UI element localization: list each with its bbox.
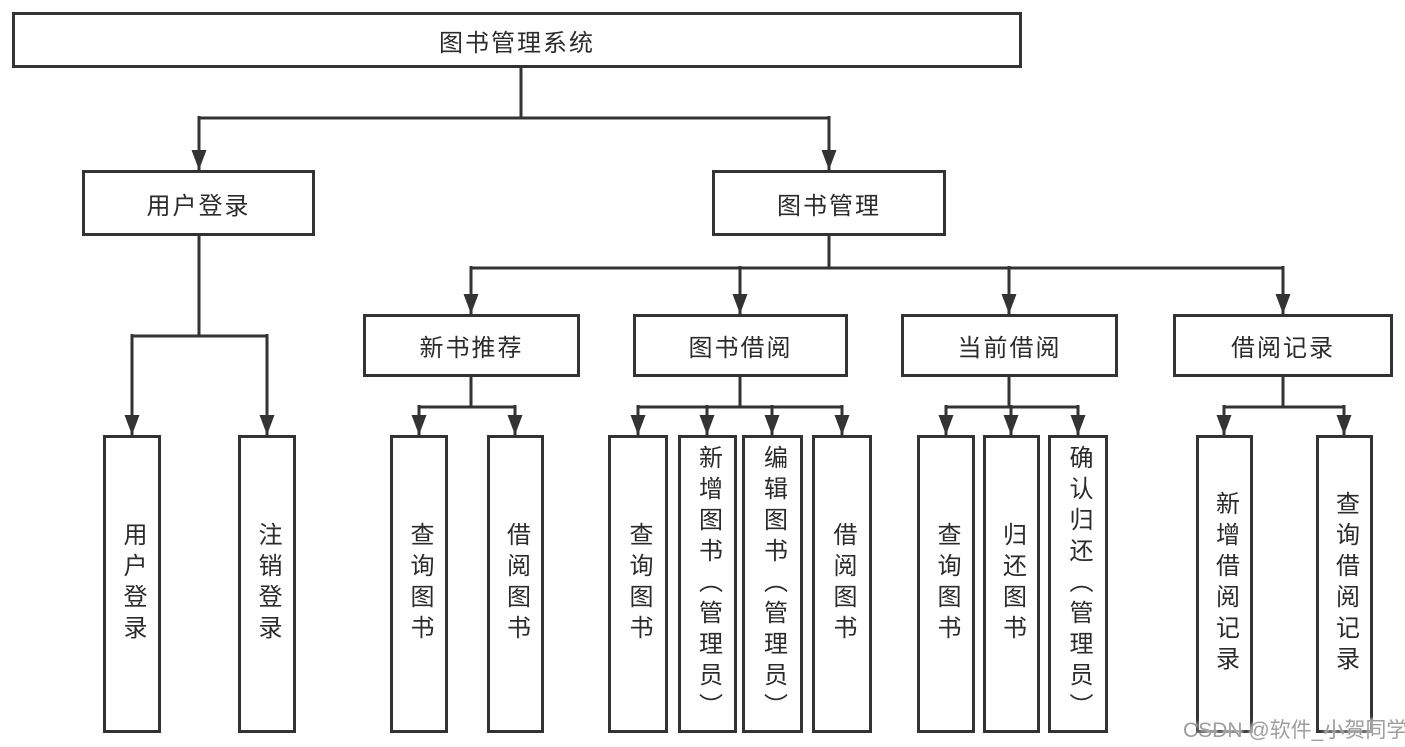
node-borrow-records: 借阅记录 xyxy=(1173,314,1393,377)
leaf-recommend-borrow-book-label: 借阅图书 xyxy=(502,522,530,646)
node-borrow-records-label: 借阅记录 xyxy=(1231,335,1335,362)
leaf-current-confirm-return-label: 确认归还（管理员） xyxy=(1065,444,1092,724)
leaf-records-add-record: 新增借阅记录 xyxy=(1196,435,1253,733)
node-book-management-label: 图书管理 xyxy=(777,192,881,220)
node-new-book-recommend: 新书推荐 xyxy=(363,314,580,377)
leaf-borrow-query-book: 查询图书 xyxy=(608,435,668,733)
leaf-logout-label: 注销登录 xyxy=(254,522,281,646)
csdn-watermark: CSDN @软件_小贺同学 xyxy=(1183,719,1405,742)
leaf-borrow-query-book-label: 查询图书 xyxy=(625,522,652,646)
leaf-records-query-record-label: 查询借阅记录 xyxy=(1331,491,1359,677)
leaf-borrow-add-book-label: 新增图书（管理员） xyxy=(694,444,722,724)
node-root-label: 图书管理系统 xyxy=(439,29,595,57)
leaf-current-query-book-label: 查询图书 xyxy=(933,522,960,646)
leaf-borrow-borrow-book-label: 借阅图书 xyxy=(829,522,856,646)
leaf-borrow-add-book: 新增图书（管理员） xyxy=(678,435,737,733)
node-current-borrow-label: 当前借阅 xyxy=(957,335,1062,362)
leaf-user-login: 用户登录 xyxy=(103,435,161,733)
leaf-user-login-label: 用户登录 xyxy=(119,522,146,646)
leaf-records-query-record: 查询借阅记录 xyxy=(1316,435,1373,733)
node-book-borrow-label: 图书借阅 xyxy=(688,335,793,362)
leaf-recommend-query-book: 查询图书 xyxy=(390,435,448,733)
leaf-current-query-book: 查询图书 xyxy=(917,435,975,733)
node-book-management: 图书管理 xyxy=(712,170,946,236)
leaf-borrow-edit-book-label: 编辑图书（管理员） xyxy=(759,444,787,724)
leaf-logout: 注销登录 xyxy=(238,435,296,733)
node-user-login-label: 用户登录 xyxy=(146,192,251,220)
leaf-recommend-borrow-book: 借阅图书 xyxy=(487,435,544,733)
node-root: 图书管理系统 xyxy=(12,12,1022,68)
node-book-borrow: 图书借阅 xyxy=(633,314,848,377)
leaf-current-confirm-return: 确认归还（管理员） xyxy=(1048,435,1108,733)
node-new-book-recommend-label: 新书推荐 xyxy=(419,335,524,362)
leaf-borrow-borrow-book: 借阅图书 xyxy=(812,435,872,733)
leaf-recommend-query-book-label: 查询图书 xyxy=(406,522,433,646)
leaf-records-add-record-label: 新增借阅记录 xyxy=(1211,491,1239,677)
leaf-current-return-book: 归还图书 xyxy=(983,435,1040,733)
node-user-login: 用户登录 xyxy=(82,170,315,236)
leaf-current-return-book-label: 归还图书 xyxy=(998,522,1026,646)
node-current-borrow: 当前借阅 xyxy=(901,314,1118,377)
leaf-borrow-edit-book: 编辑图书（管理员） xyxy=(742,435,803,733)
